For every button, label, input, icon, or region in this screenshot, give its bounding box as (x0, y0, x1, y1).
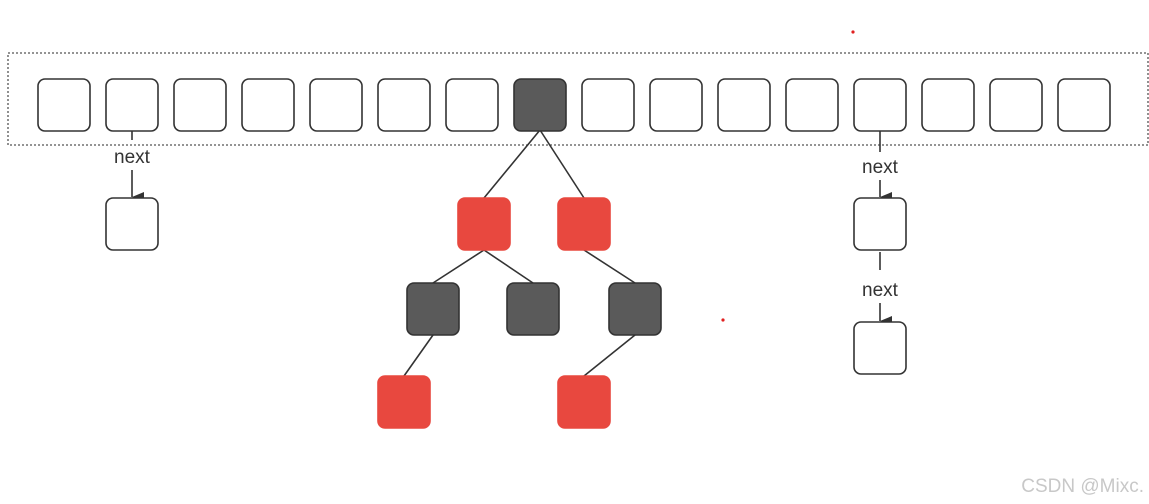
red-tree-node (457, 197, 511, 251)
bucket-array-border (7, 52, 1149, 146)
tree-edge (483, 249, 534, 284)
watermark: CSDN @Mixc. (1021, 476, 1144, 497)
tree-edge (583, 334, 636, 377)
black-tree-node (608, 282, 662, 336)
bucket-node (649, 78, 703, 132)
bucket-node (989, 78, 1043, 132)
bucket-node (1057, 78, 1111, 132)
bucket-node (717, 78, 771, 132)
stray-dot (721, 318, 725, 322)
next-label-right-1: next (862, 157, 899, 178)
bucket-node (513, 78, 567, 132)
next-label-right-2: next (862, 280, 899, 301)
bucket-node (241, 78, 295, 132)
bucket-node (309, 78, 363, 132)
bucket-node (173, 78, 227, 132)
tree-edge (583, 249, 636, 284)
bucket-node (921, 78, 975, 132)
tree-edge (483, 129, 541, 199)
red-tree-node (557, 375, 611, 429)
tree-edge (539, 129, 585, 199)
stray-dot (851, 30, 855, 34)
black-tree-node (506, 282, 560, 336)
bucket-node (581, 78, 635, 132)
tree-edge (403, 334, 434, 377)
bucket-node (785, 78, 839, 132)
chain-node (853, 321, 907, 375)
bucket-node (105, 78, 159, 132)
bucket-node (377, 78, 431, 132)
red-tree-node (377, 375, 431, 429)
black-tree-node (406, 282, 460, 336)
bucket-node (445, 78, 499, 132)
tree-edge (432, 249, 485, 284)
chain-node (853, 197, 907, 251)
chain-node (105, 197, 159, 251)
red-tree-node (557, 197, 611, 251)
bucket-node (853, 78, 907, 132)
next-label-left: next (114, 147, 151, 168)
bucket-node (37, 78, 91, 132)
